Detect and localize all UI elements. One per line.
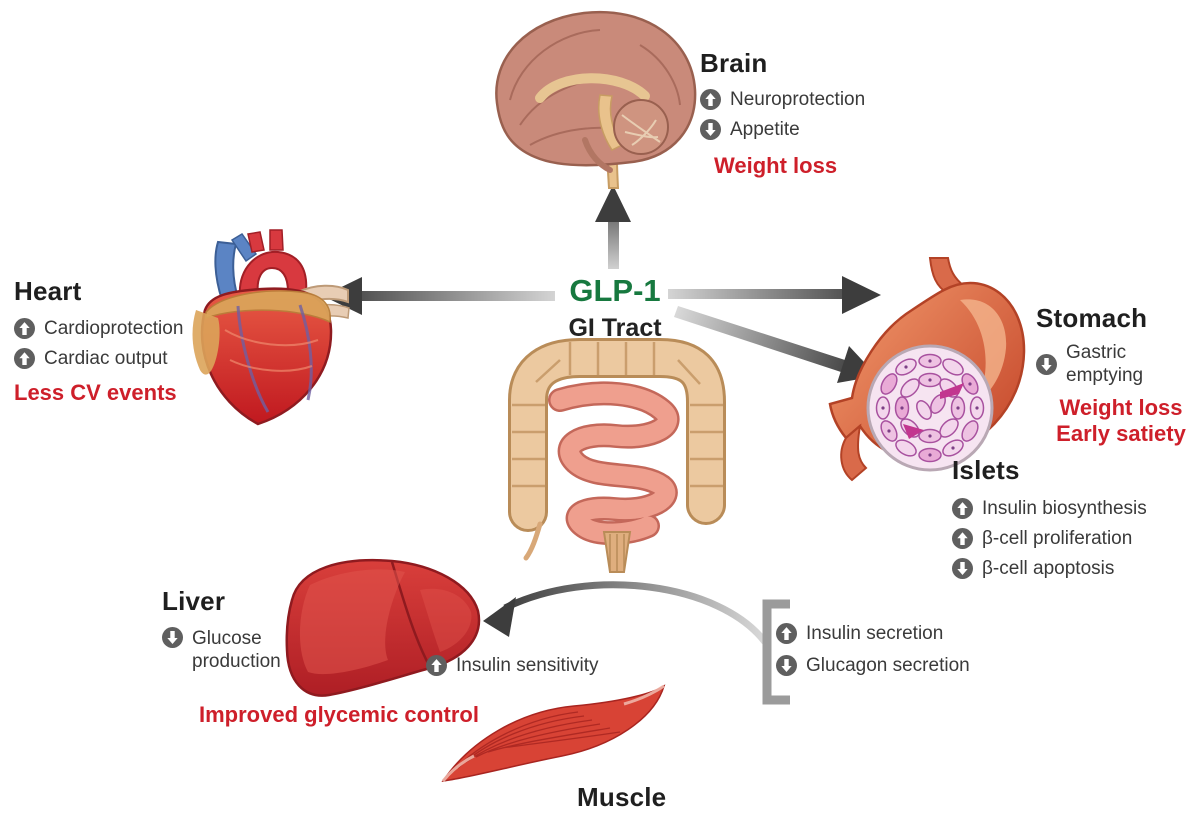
liver-title: Liver — [162, 586, 226, 616]
intestine-illustration — [508, 338, 726, 573]
brain-effect-row: Appetite — [700, 118, 865, 141]
bracket — [762, 599, 790, 705]
up-arrow-icon — [776, 623, 797, 645]
brain-effect-row: Neuroprotection — [700, 88, 865, 111]
up-arrow-icon — [952, 528, 973, 550]
heart-outcome: Less CV events — [14, 380, 177, 406]
islets-title: Islets — [952, 455, 1020, 485]
effect-label: Glucagon secretion — [806, 655, 970, 677]
arrow-to-heart — [323, 277, 555, 315]
effect-label: Insulin sensitivity — [456, 655, 599, 676]
up-arrow-icon — [14, 348, 35, 370]
down-arrow-icon — [700, 119, 721, 141]
liver-outcome: Improved glycemic control — [199, 702, 479, 727]
up-arrow-icon — [700, 89, 721, 111]
brain-illustration — [495, 10, 697, 189]
stomach-outcome-line2: Early satiety — [1056, 420, 1186, 446]
effect-label: Glucose production — [192, 628, 281, 673]
muscle-illustration — [441, 684, 666, 782]
heart-effect-row: Cardioprotection — [14, 317, 183, 340]
arrow-to-liver — [483, 581, 768, 645]
down-arrow-icon — [162, 627, 183, 648]
effect-label: Insulin biosynthesis — [982, 498, 1147, 519]
down-arrow-icon — [776, 655, 797, 677]
brain-outcome: Weight loss — [714, 153, 838, 179]
center-label-group: GLP-1 GI Tract — [545, 273, 685, 343]
effect-label: Appetite — [730, 119, 800, 141]
islets-effect-row: β-cell proliferation — [952, 527, 1147, 550]
arrow-to-stomach — [668, 276, 881, 314]
effect-label: Gastric emptying — [1066, 342, 1144, 387]
secretion-panel: Insulin secretion Glucagon secretion — [776, 622, 970, 684]
heart-effect-row: Cardiac output — [14, 347, 183, 370]
effect-label: β-cell apoptosis — [982, 558, 1115, 580]
heart-title: Heart — [14, 276, 82, 306]
effect-label: β-cell proliferation — [982, 528, 1133, 550]
islets-effect-row: Insulin biosynthesis — [952, 497, 1147, 520]
effect-label: Neuroprotection — [730, 89, 866, 110]
arrow-to-brain — [595, 185, 631, 269]
brain-title: Brain — [700, 48, 768, 78]
brain-panel: Brain Neuroprotection Appetite Weight lo… — [700, 48, 865, 179]
secretion-effect-row: Insulin secretion — [776, 622, 970, 645]
effect-label: Cardioprotection — [44, 318, 184, 339]
islets-illustration — [866, 344, 994, 472]
stomach-title: Stomach — [1036, 303, 1148, 333]
heart-illustration — [192, 229, 350, 426]
down-arrow-icon — [1036, 353, 1057, 375]
secretion-effect-row: Glucagon secretion — [776, 654, 970, 677]
heart-panel: Heart Cardioprotection Cardiac output Le… — [14, 276, 183, 406]
stomach-outcome-line1: Weight loss — [1059, 395, 1183, 421]
muscle-effect-panel: Insulin sensitivity — [426, 654, 599, 684]
stomach-effect-row: Gastric emptying — [1036, 341, 1200, 387]
islets-panel: Islets Insulin biosynthesis β-cell proli… — [952, 455, 1147, 588]
effect-label: Insulin secretion — [806, 623, 944, 644]
gi-tract-label: GI Tract — [568, 314, 662, 343]
islets-effect-row: β-cell apoptosis — [952, 557, 1147, 580]
glp1-label: GLP-1 — [569, 273, 661, 308]
liver-panel: Liver Glucose production — [162, 586, 292, 680]
muscle-effect-row: Insulin sensitivity — [426, 654, 599, 677]
up-arrow-icon — [952, 498, 973, 520]
liver-effect-row: Glucose production — [162, 627, 292, 673]
down-arrow-icon — [952, 558, 973, 580]
muscle-title: Muscle — [577, 782, 667, 812]
effect-label: Cardiac output — [44, 348, 168, 370]
stomach-panel: Stomach Gastric emptying Weight loss Ear… — [1036, 303, 1200, 446]
stomach-outcome: Weight loss Early satiety — [1036, 395, 1200, 446]
up-arrow-icon — [14, 318, 35, 340]
up-arrow-icon — [426, 655, 447, 677]
